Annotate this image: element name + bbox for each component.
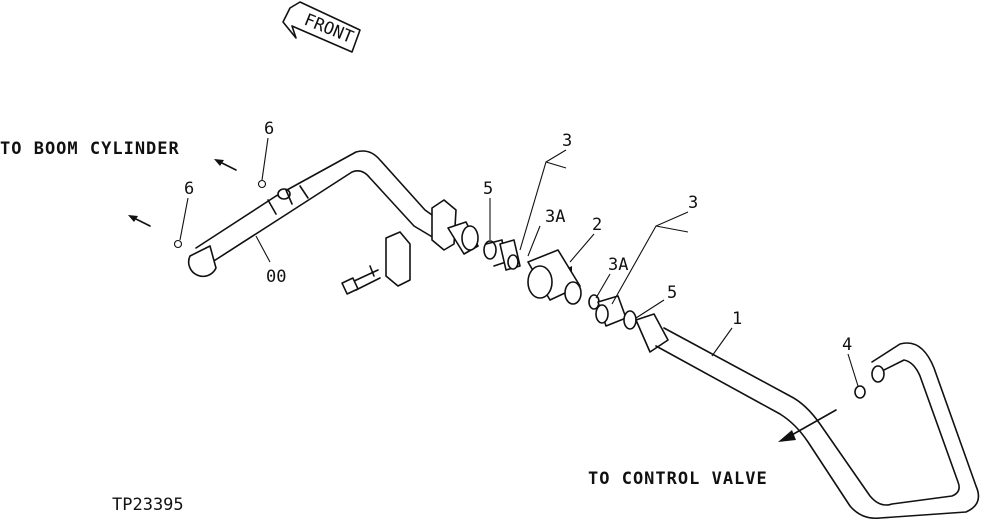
to-control-valve-label: TO CONTROL VALVE (588, 469, 768, 489)
callout-3A-right: 3A (608, 255, 628, 275)
flow-arrow-lower-left (128, 215, 151, 227)
callout-1: 1 (732, 309, 742, 329)
callout-2: 2 (592, 215, 602, 235)
callout-3-right: 3 (688, 193, 698, 213)
leader-lines (179, 137, 859, 387)
callout-4: 4 (842, 335, 852, 355)
callout-5-left: 5 (483, 179, 493, 199)
callout-5-right: 5 (667, 283, 677, 303)
tube-1 (635, 313, 980, 520)
callout-00: 00 (266, 267, 286, 287)
figure-id: TP23395 (112, 495, 184, 515)
adapter-3-left (499, 239, 521, 271)
adapter-3-right (595, 295, 627, 327)
tube-clamp (385, 199, 457, 287)
fitting-5-right (623, 310, 637, 330)
callout-3-left: 3 (562, 131, 572, 151)
to-boom-cylinder-label: TO BOOM CYLINDER (0, 139, 180, 159)
callout-6-upper: 6 (264, 119, 274, 139)
callout-3A-left: 3A (545, 207, 565, 227)
flow-arrow-upper-left (214, 159, 237, 171)
flow-arrow-to-control-valve (778, 409, 837, 442)
callout-6-lower: 6 (184, 179, 194, 199)
front-direction-arrow: FRONT (282, 1, 361, 53)
o-ring-6-upper (257, 179, 267, 189)
check-valve-2 (527, 249, 582, 305)
o-ring-4 (854, 385, 866, 399)
o-ring-6-lower (173, 239, 183, 249)
tube-00 (187, 150, 443, 278)
clamp-bolt (341, 265, 381, 295)
tube-00-nut (447, 221, 479, 255)
